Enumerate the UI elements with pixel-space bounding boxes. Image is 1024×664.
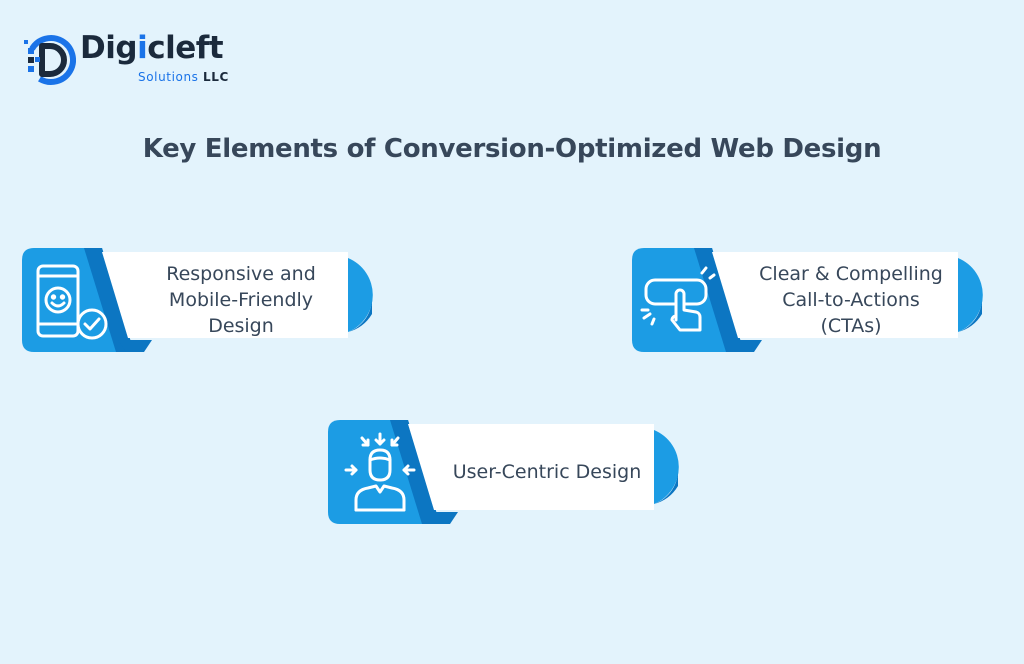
card-shape (328, 420, 679, 524)
hand-clicking-button-icon (640, 266, 716, 332)
card-user-centric: User-Centric Design (328, 420, 690, 524)
brand-subtitle: Solutions LLC (138, 70, 229, 84)
user-focus-arrows-icon (344, 432, 416, 512)
card-label: User-Centric Design (452, 461, 642, 483)
brand-logo-mark-icon (24, 35, 76, 85)
card-cta: Clear & Compelling Call-to-Actions (CTAs… (632, 248, 994, 352)
card-label: Clear & Compelling Call-to-Actions (CTAs… (759, 263, 943, 337)
card-responsive-design: Responsive and Mobile-Friendly Design (22, 248, 384, 352)
brand-name: Digicleft (80, 30, 224, 66)
card-shape (632, 248, 983, 352)
brand-logo: Digicleft Solutions LLC (24, 26, 264, 92)
card-label: Responsive and Mobile-Friendly Design (166, 263, 316, 337)
page-title: Key Elements of Conversion-Optimized Web… (142, 134, 882, 164)
smartphone-smiley-check-icon (36, 264, 108, 340)
card-shape (22, 248, 373, 352)
